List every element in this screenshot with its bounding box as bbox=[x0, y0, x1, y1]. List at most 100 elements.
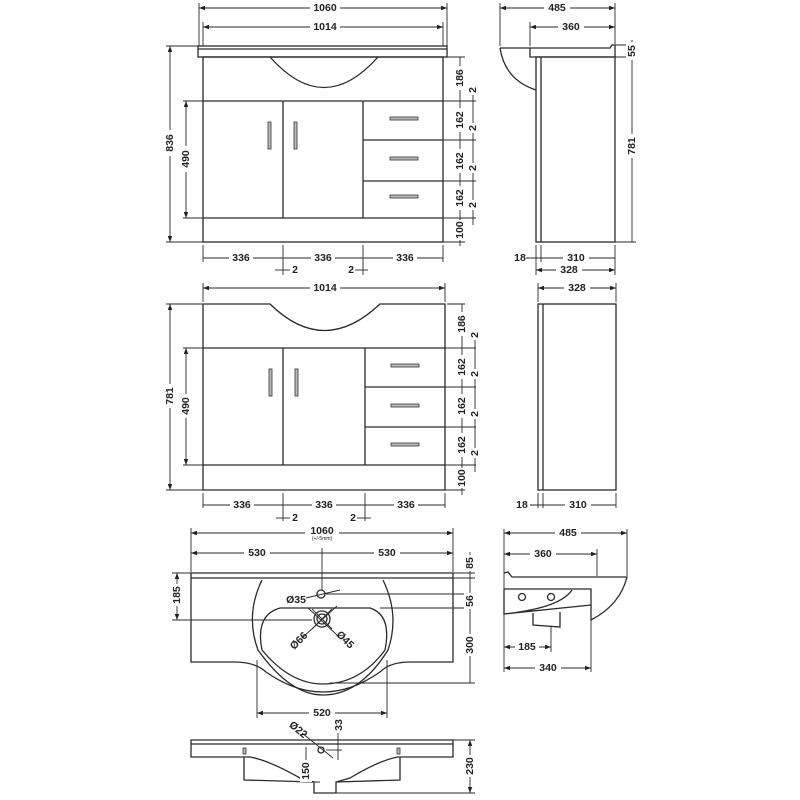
dim-door-thickness: 18 bbox=[516, 499, 528, 511]
drawer-handle bbox=[390, 403, 420, 408]
overflow-slot bbox=[242, 747, 247, 755]
dim-drawer-width: 336 bbox=[396, 252, 414, 264]
basin-top-slab bbox=[197, 45, 448, 58]
dim-half-left: 530 bbox=[248, 547, 266, 559]
dim-depth-overall: 485 bbox=[548, 2, 566, 14]
basin-side-top bbox=[503, 571, 628, 622]
dim-height-cabinet: 781 bbox=[626, 137, 638, 155]
dim-drawer-width: 336 bbox=[397, 499, 415, 511]
dim-gap: 2 bbox=[469, 371, 481, 377]
waste-inner bbox=[316, 613, 328, 625]
basin-bowl-outline bbox=[269, 56, 379, 88]
dim-tolerance: (+/-5mm) bbox=[312, 536, 333, 542]
dim-drawer-3: 162 bbox=[454, 189, 466, 207]
dim-plinth: 100 bbox=[456, 469, 468, 487]
dim-gap: 2 bbox=[348, 264, 354, 276]
dim-gap: 2 bbox=[467, 202, 479, 208]
dim-height-cabinet: 781 bbox=[164, 387, 176, 405]
dim-depth-base: 340 bbox=[539, 662, 557, 674]
dim-drawer-1: 162 bbox=[454, 111, 466, 129]
fixing-hole bbox=[517, 592, 527, 602]
basin-bowl-inner bbox=[259, 607, 388, 685]
right-dimension-chain: 186 162 162 162 100 2 2 2 2 bbox=[445, 303, 481, 495]
dim-gap: 2 bbox=[467, 87, 479, 93]
drawer-handle bbox=[389, 156, 419, 161]
basin-plan-view: 1060 (+/-5mm) 530 530 85 56 300 185 520 … bbox=[171, 525, 476, 719]
right-dimension-chain: 186 162 162 162 100 2 2 2 2 bbox=[443, 56, 479, 246]
dim-drawer-3: 162 bbox=[456, 436, 468, 454]
dim-gap: 2 bbox=[467, 125, 479, 131]
dim-width-cabinet: 1014 bbox=[313, 282, 337, 294]
dim-basin-zone: 186 bbox=[456, 315, 468, 333]
dim-basin-width: 1060 bbox=[310, 525, 334, 537]
dim-height-doors: 490 bbox=[180, 397, 192, 415]
dim-door-width: 336 bbox=[233, 499, 251, 511]
dim-drawer-2: 162 bbox=[456, 397, 468, 415]
dim-carcass-depth: 310 bbox=[569, 499, 587, 511]
dim-depth-top: 360 bbox=[534, 548, 552, 560]
door-handle bbox=[267, 121, 272, 150]
dim-waste-position: 185 bbox=[518, 641, 536, 653]
cabinet-body bbox=[202, 303, 446, 491]
dim-gap: 2 bbox=[467, 165, 479, 171]
dim-gap: 2 bbox=[292, 512, 298, 524]
dim-depth-cabinet: 328 bbox=[560, 264, 578, 276]
dim-bowl-depth: 300 bbox=[464, 636, 476, 654]
door-handle bbox=[294, 368, 299, 397]
dim-gap: 2 bbox=[469, 411, 481, 417]
dim-bowl-width: 520 bbox=[313, 707, 331, 719]
basin-side-view: 485 360 185 340 bbox=[503, 527, 628, 674]
front-view-full: 1060 1014 836 490 186 162 162 bbox=[164, 2, 479, 276]
cabinet-body bbox=[202, 56, 444, 243]
side-view-full: 485 360 55 781 18 310 328 bbox=[499, 2, 638, 276]
dim-basin-zone: 186 bbox=[454, 69, 466, 87]
dim-door-width: 336 bbox=[232, 252, 250, 264]
dim-waste-offset: 185 bbox=[171, 586, 183, 604]
dim-overflow: Ø22 bbox=[287, 719, 310, 741]
drawer-handle bbox=[389, 116, 419, 121]
dim-half-right: 530 bbox=[378, 547, 396, 559]
dim-overflow-offset: 33 bbox=[333, 719, 345, 731]
dim-gap: 2 bbox=[350, 512, 356, 524]
dim-depth-overall: 485 bbox=[559, 527, 577, 539]
dim-depth-cabinet: 328 bbox=[568, 282, 586, 294]
door-handle bbox=[293, 121, 298, 150]
door-handle bbox=[268, 368, 273, 397]
overflow-slot bbox=[396, 747, 401, 755]
waste-outer bbox=[313, 610, 331, 628]
waste-outlet bbox=[532, 612, 561, 628]
dim-plinth: 100 bbox=[454, 221, 466, 239]
dim-bowl-depth: 150 bbox=[300, 762, 312, 780]
dim-depth-top: 360 bbox=[562, 21, 580, 33]
dim-gap: 2 bbox=[469, 332, 481, 338]
dim-gap: 2 bbox=[469, 450, 481, 456]
dim-height-overall: 836 bbox=[164, 134, 176, 152]
dim-door-width: 336 bbox=[315, 499, 333, 511]
dim-waste-inner: Ø45 bbox=[334, 629, 357, 652]
basin-bowl-outer bbox=[251, 579, 394, 696]
overflow-hole bbox=[317, 746, 325, 754]
dim-tap-offset: 56 bbox=[464, 595, 476, 607]
basin-outline bbox=[190, 572, 454, 693]
drawer-handle bbox=[390, 363, 420, 368]
dim-rim: 85 bbox=[464, 557, 476, 569]
tap-hole bbox=[316, 589, 326, 599]
basin-front-profile bbox=[190, 739, 454, 794]
dim-gap: 2 bbox=[292, 264, 298, 276]
dim-basin-height: 230 bbox=[464, 757, 476, 775]
basin-front-view: Ø22 33 150 230 bbox=[190, 719, 476, 794]
basin-top-side bbox=[500, 44, 616, 58]
side-view-cabinet: 328 18 310 bbox=[516, 282, 617, 511]
dim-door-width: 336 bbox=[314, 252, 332, 264]
dim-door-thickness: 18 bbox=[514, 252, 526, 264]
dim-drawer-2: 162 bbox=[454, 152, 466, 170]
drawer-handle bbox=[389, 194, 419, 199]
cabinet-side bbox=[537, 303, 617, 491]
cabinet-side bbox=[535, 56, 616, 243]
fixing-hole bbox=[546, 592, 556, 602]
dim-tap-hole: Ø35 bbox=[286, 594, 306, 606]
dim-width-cabinet: 1014 bbox=[313, 21, 337, 33]
drawer-handle bbox=[390, 442, 420, 447]
